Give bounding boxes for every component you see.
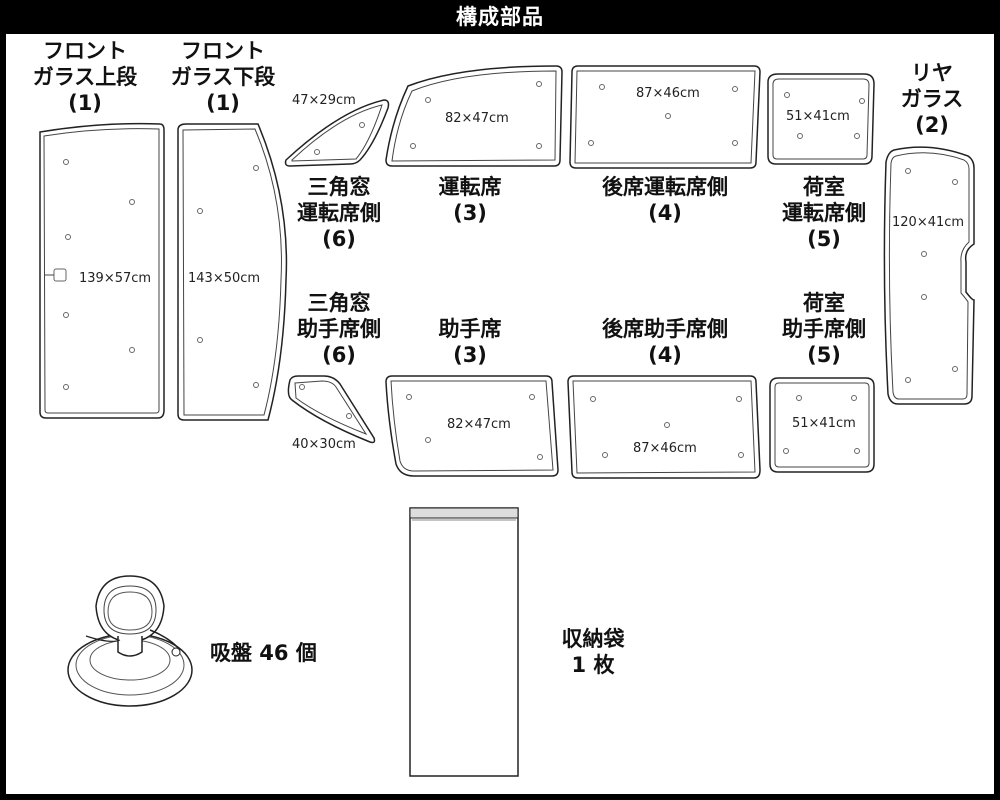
- parts-panel: 139×57cm 143×50cm 47×29cm: [6, 34, 994, 794]
- front-lower-dim: 143×50cm: [188, 271, 260, 286]
- tri-driver-line2: 運転席側: [297, 201, 381, 225]
- diagram-title: 構成部品: [456, 5, 544, 29]
- front-lower-label: フロント ガラス下段 (1): [158, 38, 288, 116]
- cargo-passenger-count: (5): [807, 343, 841, 367]
- front-upper-line2: ガラス上段: [32, 65, 138, 89]
- rear-passenger-label: 後席助手席側 (4): [580, 316, 750, 368]
- cargo-driver-dim: 51×41cm: [786, 109, 850, 124]
- rear-driver-label: 後席運転席側 (4): [580, 174, 750, 226]
- cargo-driver-line2: 運転席側: [782, 201, 866, 225]
- rear-glass-dim: 120×41cm: [892, 215, 964, 230]
- front-lower-shade: 143×50cm: [177, 123, 288, 421]
- passenger-shade: 82×47cm: [385, 375, 559, 477]
- cargo-driver-label: 荷室 運転席側 (5): [766, 174, 882, 252]
- front-lower-line2: ガラス下段: [170, 65, 276, 89]
- tri-passenger-line1: 三角窓: [307, 291, 371, 315]
- tri-driver-line1: 三角窓: [307, 175, 371, 199]
- cargo-passenger-line1: 荷室: [803, 291, 845, 315]
- front-lower-line1: フロント: [181, 39, 265, 63]
- front-upper-shade: 139×57cm: [39, 122, 165, 419]
- rear-glass-label: リヤ ガラス (2): [882, 60, 982, 138]
- rear-driver-line1: 後席運転席側: [602, 175, 728, 199]
- driver-label: 運転席 (3): [410, 174, 530, 226]
- cargo-driver-count: (5): [807, 227, 841, 251]
- driver-line1: 運転席: [438, 175, 502, 199]
- tri-passenger-line2: 助手席側: [297, 317, 381, 341]
- front-upper-label: フロント ガラス上段 (1): [20, 38, 150, 116]
- cargo-passenger-shade: 51×41cm: [769, 377, 875, 473]
- triangle-driver-shade: 47×29cm: [284, 93, 390, 167]
- storage-bag-icon: [409, 507, 519, 777]
- driver-shade: 82×47cm: [385, 65, 563, 167]
- passenger-line1: 助手席: [438, 317, 502, 341]
- tri-passenger-label: 三角窓 助手席側 (6): [274, 290, 404, 368]
- tri-driver-dim: 47×29cm: [292, 93, 356, 108]
- suction-cup-icon: [67, 575, 193, 707]
- parts-illustration: 139×57cm 143×50cm 47×29cm: [39, 65, 975, 777]
- cargo-passenger-dim: 51×41cm: [792, 416, 856, 431]
- passenger-count: (3): [453, 343, 487, 367]
- front-upper-count: (1): [68, 91, 102, 115]
- rear-driver-shade: 87×46cm: [569, 65, 761, 169]
- rear-passenger-count: (4): [648, 343, 682, 367]
- tab-marker: [53, 268, 67, 282]
- driver-count: (3): [453, 201, 487, 225]
- passenger-dim: 82×47cm: [447, 417, 511, 432]
- rear-passenger-dim: 87×46cm: [633, 441, 697, 456]
- tri-driver-count: (6): [322, 227, 356, 251]
- rear-passenger-line1: 後席助手席側: [602, 317, 728, 341]
- storage-bag-line1: 収納袋: [561, 627, 625, 651]
- suction-cup-label: 吸盤 46 個: [210, 641, 317, 665]
- rear-driver-dim: 87×46cm: [636, 86, 700, 101]
- rear-glass-line1: リヤ: [911, 61, 953, 85]
- front-lower-count: (1): [206, 91, 240, 115]
- front-upper-dim: 139×57cm: [79, 271, 151, 286]
- rear-glass-line2: ガラス: [900, 87, 964, 111]
- tri-driver-label: 三角窓 運転席側 (6): [274, 174, 404, 252]
- storage-bag-label: 収納袋 1 枚: [548, 626, 638, 678]
- cargo-driver-shade: 51×41cm: [767, 73, 875, 165]
- tri-passenger-count: (6): [322, 343, 356, 367]
- front-upper-line1: フロント: [43, 39, 127, 63]
- cargo-driver-line1: 荷室: [803, 175, 845, 199]
- rear-glass-shade: 120×41cm: [883, 146, 975, 405]
- triangle-passenger-shade: 40×30cm: [287, 375, 376, 452]
- passenger-label: 助手席 (3): [410, 316, 530, 368]
- rear-passenger-shade: 87×46cm: [567, 375, 761, 479]
- storage-bag-line2: 1 枚: [571, 653, 615, 677]
- tri-passenger-dim: 40×30cm: [292, 437, 356, 452]
- cargo-passenger-line2: 助手席側: [782, 317, 866, 341]
- rear-driver-count: (4): [648, 201, 682, 225]
- rear-glass-count: (2): [915, 113, 949, 137]
- cargo-passenger-label: 荷室 助手席側 (5): [766, 290, 882, 368]
- driver-dim: 82×47cm: [445, 111, 509, 126]
